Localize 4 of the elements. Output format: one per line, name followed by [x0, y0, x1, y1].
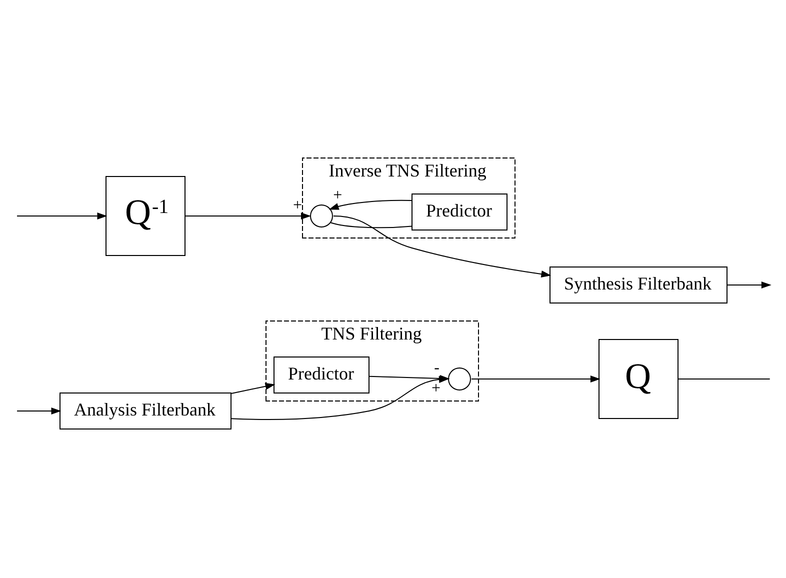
- edge-label: +: [292, 196, 302, 214]
- edge-label: +: [431, 380, 440, 397]
- edge-label: +: [332, 186, 342, 204]
- edge-label: -: [434, 359, 439, 376]
